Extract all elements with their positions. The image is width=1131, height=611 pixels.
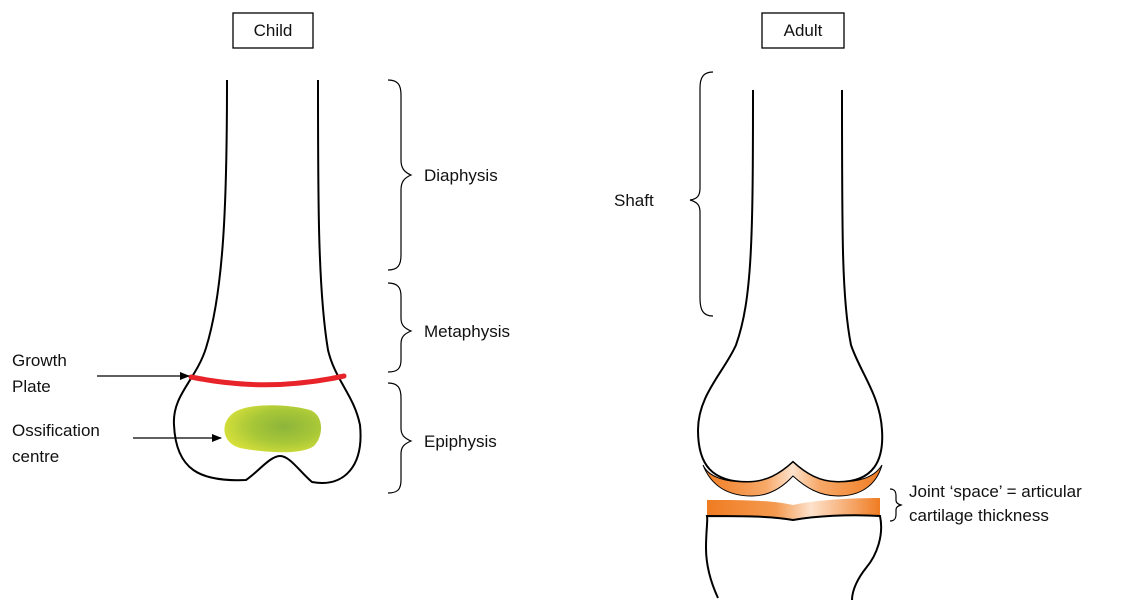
growth-plate: [191, 376, 344, 385]
ossification-label-line2: centre: [12, 447, 59, 466]
child-title: Child: [254, 21, 293, 40]
shaft-label: Shaft: [614, 191, 654, 210]
joint-space-brace: [890, 489, 901, 521]
growth-plate-label-line1: Growth: [12, 351, 67, 370]
adult-title-box: Adult: [762, 13, 844, 48]
metaphysis-label: Metaphysis: [424, 322, 510, 341]
adult-femur-outline: [698, 90, 882, 482]
epiphysis-label: Epiphysis: [424, 432, 497, 451]
diaphysis-brace: [388, 80, 411, 270]
diaphysis-label: Diaphysis: [424, 166, 498, 185]
joint-space-label-line1: Joint ‘space’ = articular: [909, 482, 1082, 501]
joint-space-label-line2: cartilage thickness: [909, 506, 1049, 525]
child-title-box: Child: [233, 13, 313, 48]
ossification-centre: [224, 405, 321, 452]
metaphysis-brace: [388, 283, 411, 372]
tibia-outline: [706, 515, 881, 600]
shaft-brace: [690, 72, 713, 316]
epiphysis-brace: [388, 383, 411, 493]
adult-title: Adult: [784, 21, 823, 40]
growth-plate-label-line2: Plate: [12, 377, 51, 396]
ossification-label-line1: Ossification: [12, 421, 100, 440]
